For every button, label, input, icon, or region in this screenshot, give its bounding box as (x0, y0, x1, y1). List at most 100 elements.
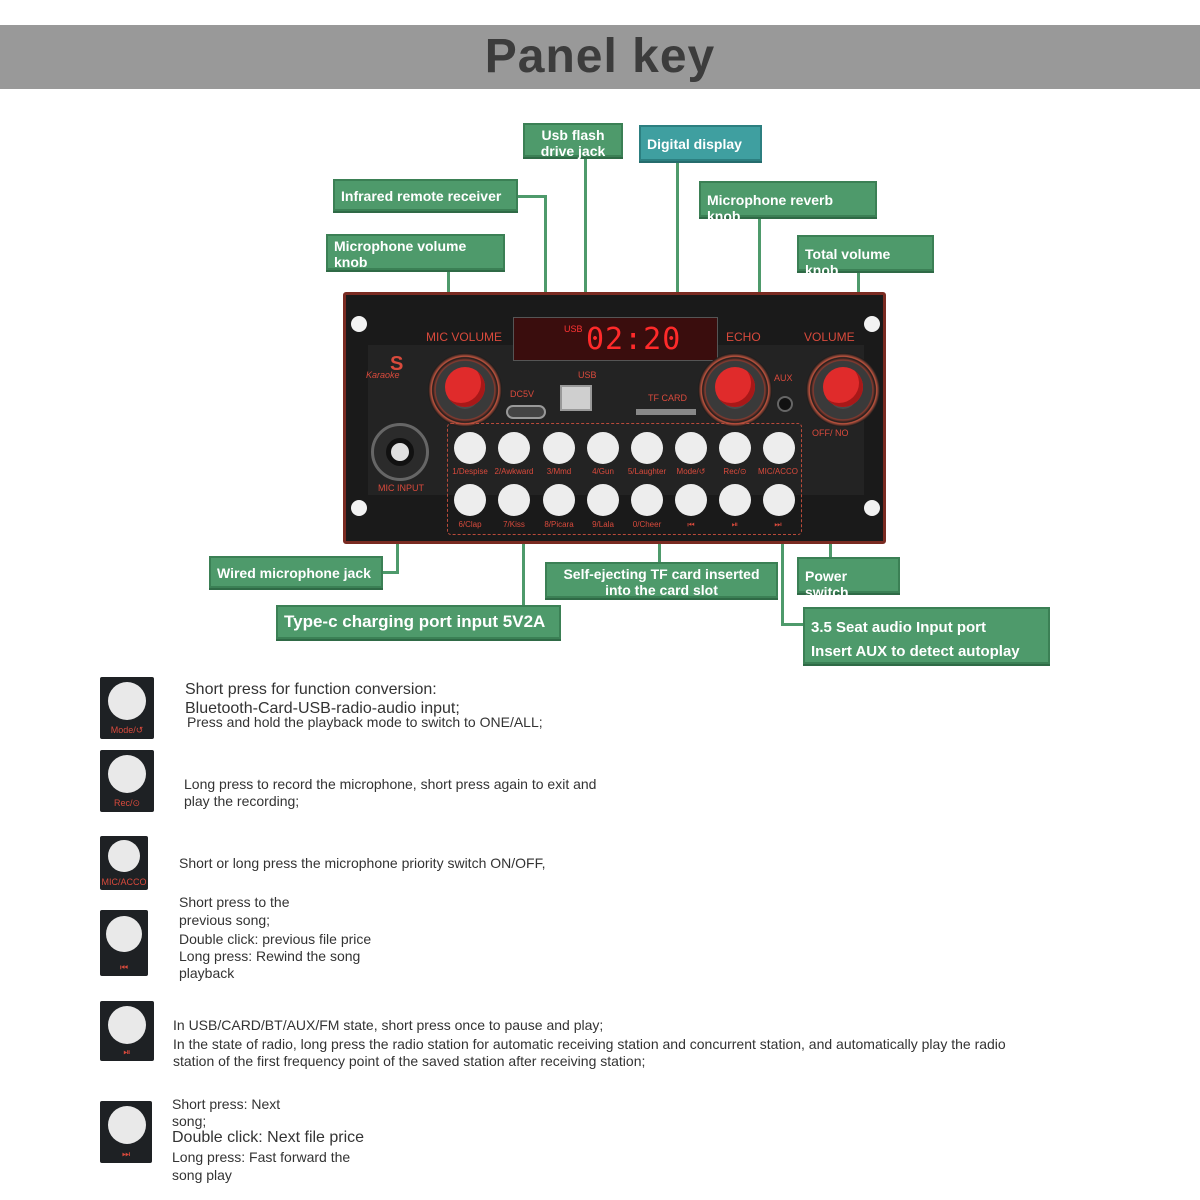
previous-icon: ⏮ (687, 520, 695, 529)
legend-mode-line3: Press and hold the playback mode to swit… (187, 714, 543, 730)
screw-bottom-left (351, 500, 367, 516)
callout-infrared-label: Infrared remote receiver (341, 188, 502, 204)
button-label: 4/Gun (592, 467, 614, 476)
mic-jack-hole (386, 438, 414, 466)
mode-button[interactable] (675, 432, 707, 464)
leader-infrared (515, 195, 545, 198)
screw-top-right (864, 316, 880, 332)
button-label: MIC/ACCO (758, 467, 798, 476)
legend-icon-label: MIC/ACCO (101, 877, 147, 887)
button-7-kiss[interactable] (498, 484, 530, 516)
callout-digital-display-label: Digital display (647, 136, 742, 152)
legend-next-line3: Double click: Next file price (172, 1129, 365, 1146)
next-button[interactable] (763, 484, 795, 516)
button-label: Mode/↺ (676, 467, 706, 476)
legend-play-pause-line1: In USB/CARD/BT/AUX/FM state, short press… (173, 1017, 604, 1033)
callout-tf-card: Self-ejecting TF card inserted into the … (545, 562, 778, 598)
digital-display: USB 02:20 (513, 317, 718, 361)
mode-button-icon: Mode/↺ (100, 677, 154, 739)
tf-card-slot[interactable] (636, 409, 696, 415)
legend-next-line4: Long press: Fast forward the (172, 1149, 351, 1165)
legend-rec-line1: Long press to record the microphone, sho… (184, 776, 597, 792)
callout-infrared: Infrared remote receiver (333, 179, 518, 211)
callout-power-switch: Power switch (797, 557, 900, 600)
callout-usb-flash: Usb flash drive jack (523, 123, 623, 159)
callout-mic-reverb: Microphone reverb knob (699, 181, 877, 224)
button-circle (108, 840, 140, 872)
legend-previous-line5: playback (179, 965, 235, 981)
display-usb-indicator: USB (564, 324, 583, 334)
button-grid: 1/Despise 2/Awkward 3/Mmd 4/Gun 5/Laught… (447, 423, 802, 535)
button-6-clap[interactable] (454, 484, 486, 516)
button-3-mmd[interactable] (543, 432, 575, 464)
next-button-icon: ⏭ (100, 1101, 152, 1163)
leader-infrared-v (544, 195, 547, 325)
callout-total-volume: Total volume knob (797, 235, 934, 278)
button-circle (106, 916, 142, 952)
total-volume-knob[interactable] (806, 353, 880, 427)
previous-button[interactable] (675, 484, 707, 516)
callout-usb-flash-line1: Usb flash (541, 127, 605, 143)
callout-wired-mic-label: Wired microphone jack (217, 565, 371, 581)
button-0-cheer[interactable] (631, 484, 663, 516)
rec-button[interactable] (719, 432, 751, 464)
button-label: 3/Mmd (546, 467, 572, 476)
leader-aux-h (781, 623, 805, 626)
legend-next-line2: song; (172, 1113, 207, 1129)
callout-mic-volume-line2: knob (334, 254, 368, 270)
button-1-despise[interactable] (454, 432, 486, 464)
button-5-laughter[interactable] (631, 432, 663, 464)
next-icon: ⏭ (774, 520, 782, 529)
callout-aux: 3.5 Seat audio Input port Insert AUX to … (803, 607, 1050, 664)
tf-card-label: TF CARD (648, 393, 687, 403)
callout-total-volume-label: Total volume knob (805, 246, 891, 278)
mic-input-jack[interactable] (371, 423, 429, 481)
mic-volume-knob[interactable] (428, 353, 502, 427)
callout-power-switch-label: Power switch (805, 568, 849, 600)
mic-acco-button[interactable] (763, 432, 795, 464)
off-no-label: OFF/ NO (812, 428, 849, 438)
legend-rec-line2: play the recording; (184, 793, 300, 809)
play-pause-button-icon: ⏯ (100, 1001, 154, 1061)
callout-type-c-label: Type-c charging port input 5V2A (284, 612, 546, 631)
rec-button-icon: Rec/⊙ (100, 750, 154, 812)
legend-icon-label: Mode/↺ (110, 725, 144, 735)
callout-tf-card-line2: into the card slot (605, 582, 718, 598)
echo-knob[interactable] (698, 353, 772, 427)
karaoke-logo-icon: S (390, 353, 404, 375)
legend-previous-line1: Short press to the (179, 894, 290, 910)
button-label: 1/Despise (452, 467, 488, 476)
button-circle (108, 755, 146, 793)
usb-port-label: USB (578, 370, 597, 380)
callout-digital-display: Digital display (639, 125, 762, 161)
aux-port[interactable] (777, 396, 793, 412)
legend-icon-label: ⏯ (123, 1047, 131, 1057)
type-c-port[interactable] (506, 405, 546, 419)
legend-mic-acco-line1: Short or long press the microphone prior… (179, 855, 546, 871)
button-circle (108, 1106, 146, 1144)
aux-label: AUX (774, 373, 793, 383)
legend-play-pause-line2: In the state of radio, long press the ra… (173, 1036, 1006, 1052)
page-title: Panel key (484, 30, 716, 83)
button-label: 7/Kiss (503, 520, 525, 529)
screw-bottom-right (864, 500, 880, 516)
callout-tf-card-line1: Self-ejecting TF card inserted (563, 566, 760, 582)
button-2-awkward[interactable] (498, 432, 530, 464)
callout-usb-flash-line2: drive jack (540, 143, 606, 159)
callout-mic-volume: Microphone volume knob (326, 234, 505, 270)
button-9-lala[interactable] (587, 484, 619, 516)
button-label: Rec/⊙ (723, 467, 747, 476)
button-label: 9/Lala (592, 520, 614, 529)
echo-label: ECHO (726, 330, 761, 344)
button-label: 5/Laughter (627, 467, 667, 476)
callout-wired-mic: Wired microphone jack (209, 556, 383, 588)
button-8-picara[interactable] (543, 484, 575, 516)
play-pause-button[interactable] (719, 484, 751, 516)
usb-port[interactable] (560, 385, 592, 411)
previous-button-icon: ⏮ (100, 910, 148, 976)
legend-previous-line4: Long press: Rewind the song (179, 948, 361, 964)
karaoke-label: Karaoke (366, 370, 400, 380)
button-circle (108, 682, 146, 720)
button-4-gun[interactable] (587, 432, 619, 464)
legend-icon-label: ⏮ (119, 962, 129, 972)
